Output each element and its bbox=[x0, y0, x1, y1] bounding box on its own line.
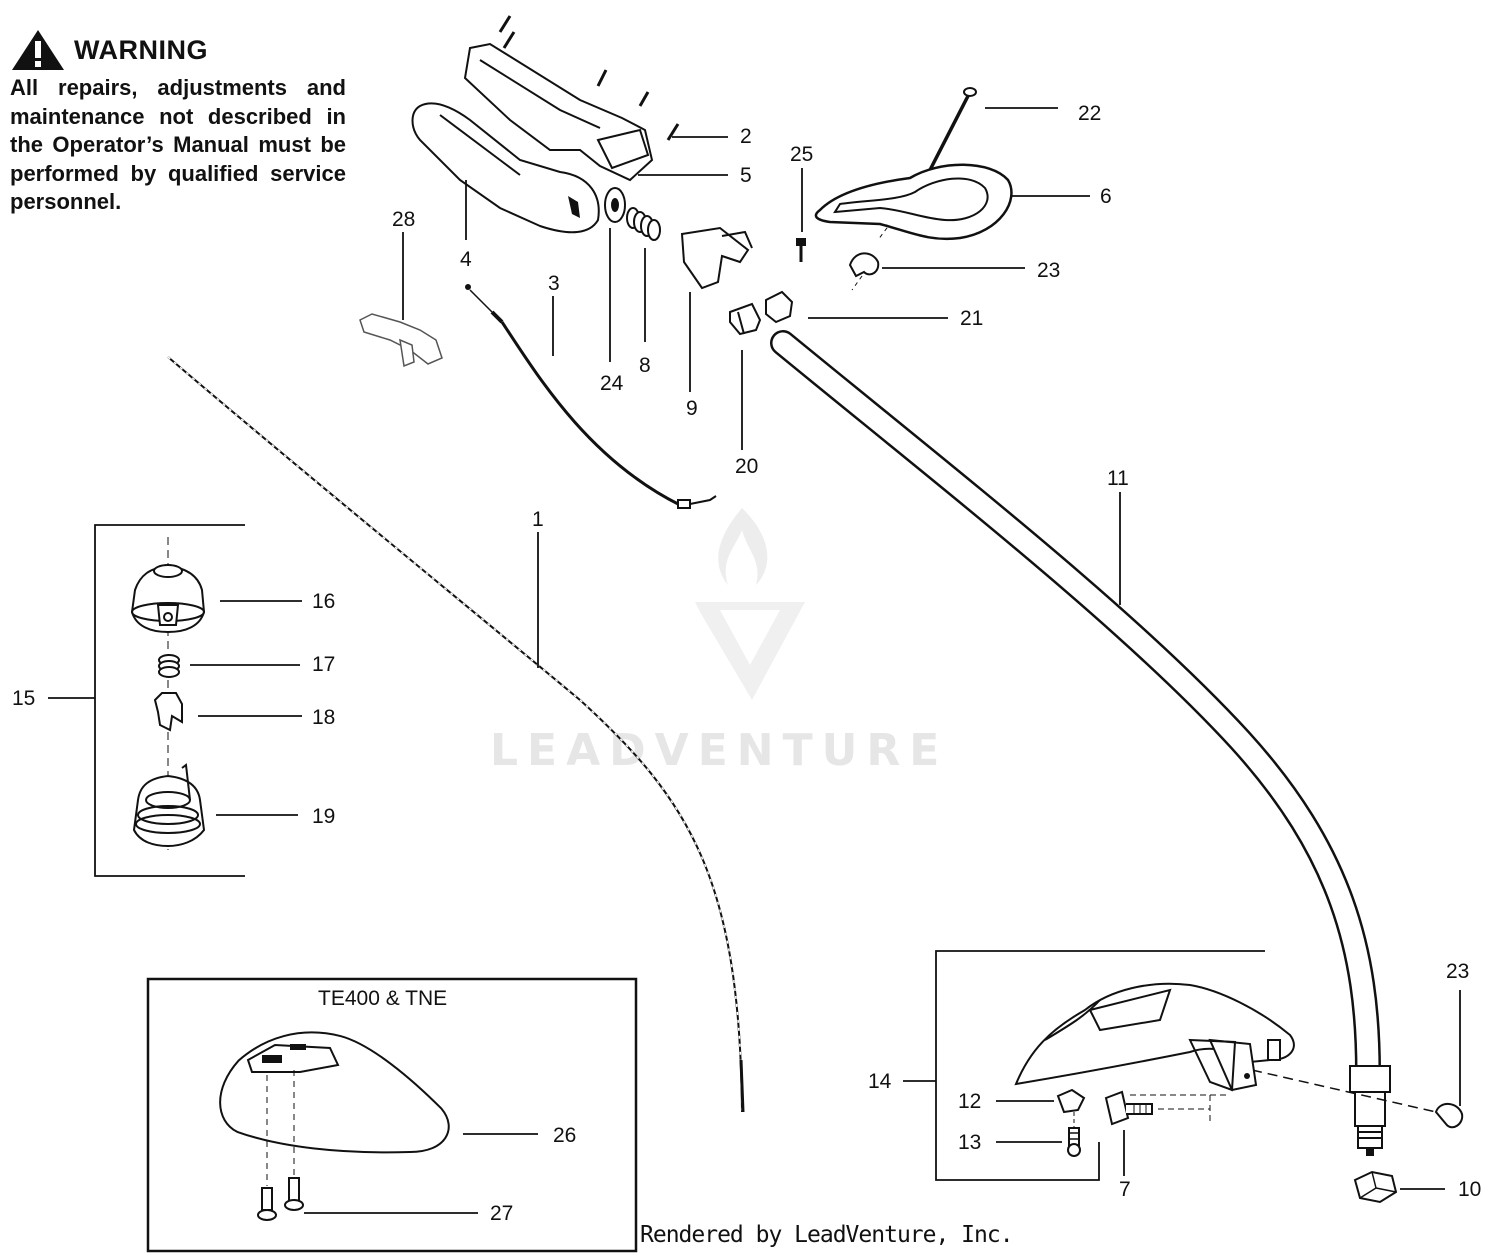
part-20-coupler bbox=[729, 302, 762, 336]
callout-27: 27 bbox=[490, 1202, 513, 1225]
warning-text: All repairs, adjustments and maintenance… bbox=[10, 75, 346, 214]
callout-12: 12 bbox=[958, 1090, 981, 1113]
part-18-clip bbox=[153, 692, 183, 732]
part-7-carriage-bolt bbox=[1104, 1090, 1211, 1126]
callout-3: 3 bbox=[548, 272, 560, 295]
warning-title: WARNING bbox=[74, 35, 208, 65]
part-17-spring bbox=[158, 654, 180, 678]
callout-25: 25 bbox=[790, 143, 813, 166]
callout-23-lower: 23 bbox=[1446, 960, 1469, 983]
callout-2: 2 bbox=[740, 125, 752, 148]
inset-box bbox=[146, 977, 638, 1253]
part-10-hex-nut bbox=[1353, 1170, 1398, 1204]
part-2-handle-half bbox=[463, 15, 680, 182]
warning-triangle-icon bbox=[12, 30, 64, 70]
inset-title: TE400 & TNE bbox=[318, 987, 447, 1010]
part-14-debris-shield bbox=[1014, 982, 1295, 1096]
callout-16: 16 bbox=[312, 590, 335, 613]
part-23-wing-nut-upper bbox=[848, 252, 880, 291]
callout-22: 22 bbox=[1078, 102, 1101, 125]
callout-24: 24 bbox=[600, 372, 624, 395]
callout-17: 17 bbox=[312, 653, 335, 676]
watermark-logo bbox=[695, 508, 805, 700]
part-8-spring bbox=[626, 207, 661, 241]
part-9-trigger bbox=[680, 226, 753, 290]
callout-28: 28 bbox=[392, 208, 415, 231]
callout-4: 4 bbox=[460, 248, 472, 271]
part-28-switch bbox=[359, 313, 443, 368]
part-23-wing-nut-lower bbox=[1251, 1069, 1464, 1129]
callout-14: 14 bbox=[868, 1070, 892, 1093]
callout-8: 8 bbox=[639, 354, 651, 377]
part-26-guard bbox=[219, 1031, 450, 1154]
part-13-screw bbox=[1067, 1112, 1081, 1157]
callout-9: 9 bbox=[686, 397, 698, 420]
callout-15: 15 bbox=[12, 687, 35, 710]
callout-19: 19 bbox=[312, 805, 335, 828]
part-19-spool bbox=[132, 763, 206, 848]
callout-5: 5 bbox=[740, 164, 752, 187]
callout-7: 7 bbox=[1119, 1178, 1131, 1201]
watermark-text: LEADVENTURE bbox=[490, 725, 948, 776]
part-4-handle-half bbox=[411, 102, 600, 234]
part-1-drive-shaft bbox=[167, 356, 745, 1113]
callout-11: 11 bbox=[1107, 467, 1129, 490]
part-21-clamp bbox=[765, 290, 794, 324]
callout-18: 18 bbox=[312, 706, 335, 729]
callout-1: 1 bbox=[532, 508, 544, 531]
callout-21: 21 bbox=[960, 307, 983, 330]
part-11-outer-tube bbox=[770, 330, 1391, 1156]
callout-20: 20 bbox=[735, 455, 758, 478]
part-27-screws bbox=[257, 1070, 304, 1221]
callout-13: 13 bbox=[958, 1131, 981, 1154]
part-12-square-nut bbox=[1056, 1088, 1086, 1114]
part-6-loop-handle bbox=[814, 163, 1013, 241]
callout-10: 10 bbox=[1458, 1178, 1481, 1201]
part-25-screw bbox=[796, 238, 806, 262]
render-credit: Rendered by LeadVenture, Inc. bbox=[640, 1222, 1014, 1248]
part-3-throttle-cable bbox=[465, 284, 717, 509]
callout-26: 26 bbox=[553, 1124, 576, 1147]
callout-6: 6 bbox=[1100, 185, 1112, 208]
warning-notice: WARNING All repairs, adjustments and mai… bbox=[10, 28, 346, 217]
part-24-washer bbox=[604, 187, 626, 223]
callout-23-upper: 23 bbox=[1037, 259, 1060, 282]
part-16-spool-housing bbox=[130, 564, 206, 634]
